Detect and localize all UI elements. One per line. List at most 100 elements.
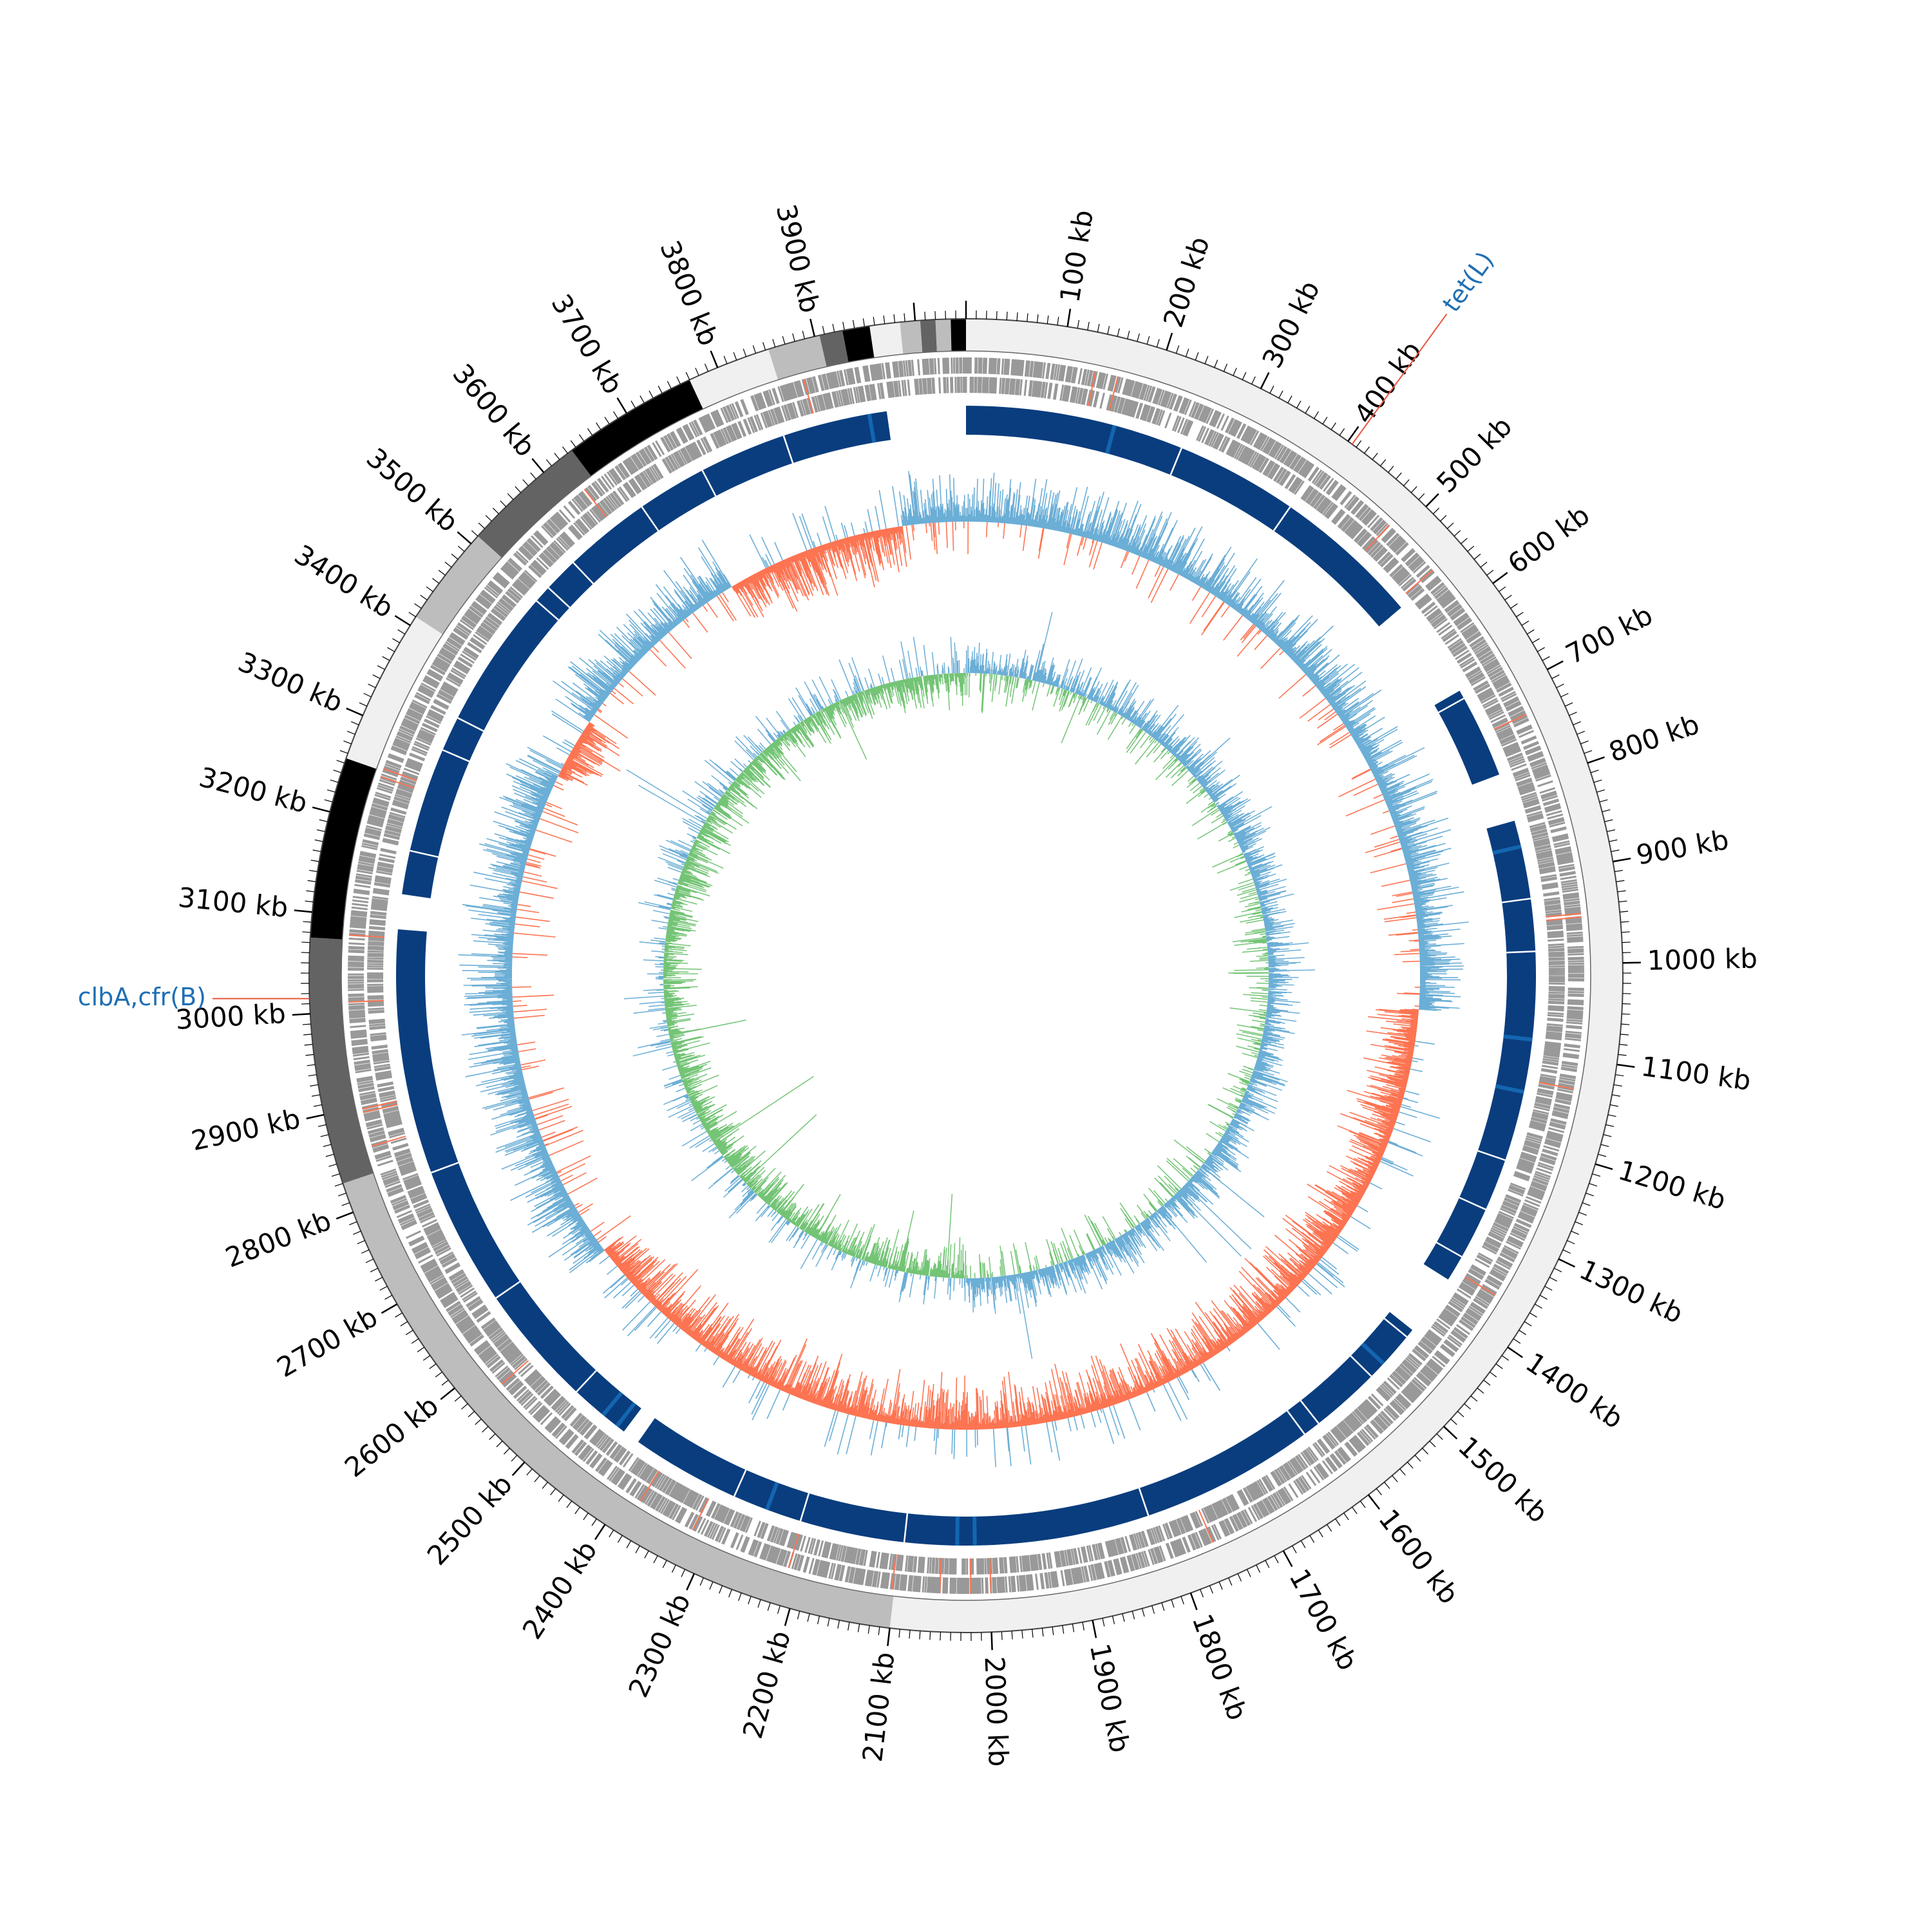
minor-tick	[1596, 789, 1605, 793]
minor-tick	[1510, 603, 1518, 609]
contig-ring	[309, 319, 1623, 1633]
minor-tick	[893, 314, 896, 323]
minor-tick	[397, 629, 406, 635]
minor-tick	[1457, 1411, 1464, 1417]
minor-tick	[301, 942, 310, 943]
minor-tick	[526, 1468, 533, 1476]
minor-tick	[1504, 594, 1512, 601]
minor-tick	[757, 1599, 761, 1608]
minor-tick	[1209, 1585, 1213, 1594]
minor-tick	[862, 318, 865, 327]
minor-tick	[1621, 931, 1630, 933]
minor-tick	[797, 1611, 800, 1620]
tick-label: 500 kb	[1430, 410, 1518, 498]
major-tick	[1492, 572, 1508, 584]
minor-tick	[429, 1363, 437, 1369]
similarity-gap	[410, 435, 1536, 1542]
minor-tick	[728, 1589, 732, 1598]
minor-tick	[1599, 799, 1608, 802]
tick-label: 3200 kb	[196, 761, 310, 819]
minor-tick	[1436, 1433, 1443, 1440]
minor-tick	[457, 545, 465, 552]
minor-tick	[395, 1312, 402, 1318]
minor-tick	[1376, 1488, 1382, 1495]
minor-tick	[617, 1535, 623, 1543]
minor-tick	[1214, 359, 1218, 368]
tick-label: 600 kb	[1502, 499, 1595, 580]
minor-tick	[507, 493, 514, 500]
minor-tick	[685, 372, 690, 380]
minor-tick	[363, 693, 372, 697]
minor-tick	[1414, 1455, 1421, 1462]
minor-tick	[515, 486, 522, 493]
minor-tick	[1556, 683, 1564, 688]
minor-tick	[492, 507, 499, 515]
minor-tick	[417, 1347, 425, 1352]
minor-tick	[566, 1501, 573, 1508]
annotation-leader-line	[1351, 313, 1448, 445]
major-tick	[346, 707, 363, 717]
minor-tick	[1560, 693, 1569, 697]
minor-tick	[438, 569, 446, 576]
major-tick	[887, 1627, 891, 1647]
minor-tick	[1204, 355, 1209, 365]
tick-label: 2500 kb	[421, 1468, 518, 1571]
major-tick	[1507, 1346, 1523, 1358]
tick-label: 2600 kb	[339, 1390, 444, 1484]
minor-tick	[1620, 911, 1629, 913]
major-tick	[531, 458, 545, 473]
minor-tick	[1513, 1338, 1521, 1344]
minor-tick	[1535, 1303, 1542, 1309]
minor-tick	[1300, 1540, 1306, 1548]
minor-tick	[1592, 1173, 1601, 1177]
minor-tick	[482, 1426, 489, 1433]
minor-tick	[307, 1064, 316, 1066]
minor-tick	[375, 1276, 383, 1282]
minor-tick	[1287, 395, 1293, 404]
minor-tick	[1117, 328, 1120, 337]
minor-tick	[1392, 1475, 1398, 1482]
contig-segment	[819, 330, 849, 367]
minor-tick	[471, 530, 478, 536]
tick-label: 3100 kb	[176, 882, 289, 923]
tick-label: 300 kb	[1256, 276, 1326, 373]
minor-tick	[1464, 1403, 1471, 1410]
minor-tick	[302, 1023, 311, 1025]
tick-label: 3500 kb	[361, 442, 464, 538]
tick-label: 800 kb	[1605, 708, 1703, 768]
major-tick	[784, 1608, 791, 1626]
minor-tick	[365, 1258, 374, 1264]
minor-tick	[361, 1249, 370, 1254]
tick-label: 1500 kb	[1452, 1430, 1554, 1529]
minor-tick	[1087, 321, 1090, 330]
minor-tick	[1607, 829, 1615, 832]
minor-tick	[1156, 339, 1160, 348]
tick-label: 2900 kb	[189, 1103, 303, 1157]
tick-label: 1700 kb	[1283, 1564, 1364, 1676]
minor-tick	[542, 1482, 548, 1489]
minor-tick	[384, 1294, 393, 1300]
minor-tick	[1564, 702, 1573, 707]
minor-tick	[1544, 1285, 1553, 1291]
minor-tick	[1573, 721, 1581, 726]
minor-tick	[377, 665, 385, 670]
major-tick	[381, 1303, 398, 1314]
minor-tick	[649, 390, 654, 399]
minor-tick	[496, 1441, 503, 1448]
minor-tick	[873, 316, 875, 326]
tick-label: 200 kb	[1157, 233, 1216, 332]
minor-tick	[1218, 1581, 1223, 1590]
minor-tick	[351, 721, 359, 726]
minor-tick	[324, 799, 333, 802]
minor-tick	[420, 594, 428, 601]
contig-segment	[900, 320, 923, 354]
minor-tick	[301, 1003, 310, 1005]
minor-tick	[1440, 515, 1447, 522]
gene-label-tet-l: tet(L)	[1437, 247, 1499, 317]
minor-tick	[1575, 1221, 1584, 1226]
minor-tick	[1446, 522, 1454, 529]
minor-tick	[604, 417, 610, 424]
minor-tick	[782, 336, 786, 345]
tick-label: 1200 kb	[1615, 1154, 1729, 1216]
minor-tick	[1467, 545, 1475, 552]
